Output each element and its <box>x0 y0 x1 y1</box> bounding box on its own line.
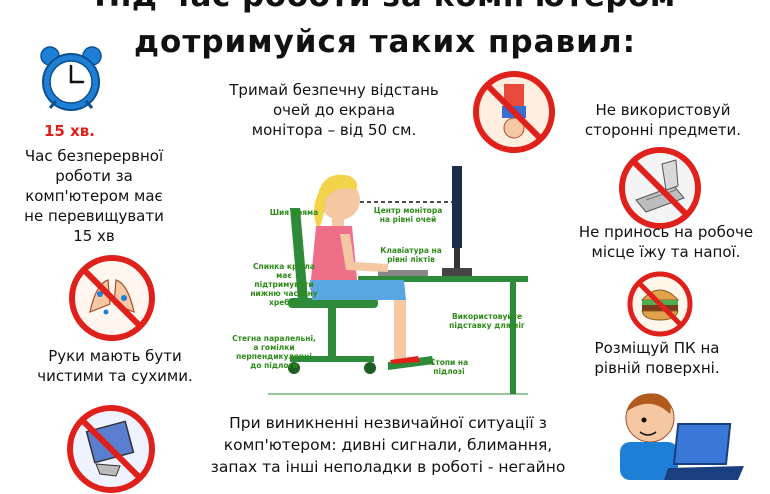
label-thighs: Стегна паралельні, а гомілки перпендикул… <box>226 334 322 370</box>
continuous-work-text: Час безперервної роботи за комп'ютером м… <box>14 146 174 246</box>
label-line: до підлоги <box>250 361 298 370</box>
distance-text: Тримай безпечну відстань очей до екрана … <box>200 80 468 140</box>
continuous-work-line: 15 хв <box>73 227 115 245</box>
emergency-line: комп'ютером: дивні сигнали, блимання, <box>223 436 553 454</box>
posture-illustration <box>268 166 528 395</box>
label-line: перпендикулярні <box>236 352 312 361</box>
no-liquid-icon <box>67 405 155 493</box>
distance-line: очей до екрана <box>272 101 396 119</box>
no-food-line: місце їжу та напої. <box>591 243 741 261</box>
timer-label: 15 хв. <box>44 122 95 140</box>
distance-line: монітора – від 50 см. <box>251 121 417 139</box>
label-line: Центр монітора <box>373 206 443 215</box>
distance-line: Тримай безпечну відстань <box>229 81 439 99</box>
no-food-icon <box>619 147 701 229</box>
continuous-work-line: не перевищувати <box>24 207 164 225</box>
label-line: рівні ліктів <box>387 255 435 264</box>
label-feet: Стопи на підлозі <box>424 358 474 376</box>
emergency-line: запах та інші неполадки в роботі - негай… <box>210 458 566 476</box>
label-line: на рівні очей <box>379 215 437 224</box>
label-line: має підтримувати <box>254 271 314 289</box>
continuous-work-line: комп'ютером має <box>25 187 163 205</box>
emergency-text: При виникненні незвичайної ситуації з ко… <box>168 412 608 478</box>
label-chair-back: Спинка крісла має підтримувати нижню час… <box>248 262 320 307</box>
label-line: а гомілки <box>253 343 295 352</box>
no-objects-line: сторонні предмети. <box>584 121 742 139</box>
flat-surface-line: рівній поверхні. <box>594 359 720 377</box>
page-title-line1: Під час роботи за комп'ютером <box>0 0 770 14</box>
flat-surface-line: Розміщуй ПК на <box>594 339 720 357</box>
boy-laptop-icon <box>620 393 744 480</box>
continuous-work-line: роботи за <box>55 167 133 185</box>
label-line: хребта <box>269 298 299 307</box>
hands-icon <box>69 255 155 341</box>
label-neck: Шия пряма <box>269 208 319 217</box>
label-keyboard: Клавіатура на рівні ліктів <box>374 246 448 264</box>
hands-line: чистими та сухими. <box>37 367 193 385</box>
label-line: підставку для ніг <box>449 321 525 330</box>
label-line: Стегна паралельні, <box>232 334 316 343</box>
no-objects-icon <box>473 71 555 153</box>
desk-leg <box>510 282 516 394</box>
girl-legs <box>310 280 406 300</box>
page-title-line2: дотримуйся таких правил: <box>134 24 636 60</box>
chair-seat <box>288 298 378 308</box>
no-food-text: Не принось на робоче місце їжу та напої. <box>562 222 770 262</box>
no-objects-text: Не використовуй сторонні предмети. <box>568 100 758 140</box>
monitor-icon <box>452 166 462 248</box>
keyboard-icon <box>378 270 428 276</box>
label-monitor-center: Центр монітора на рівні очей <box>368 206 448 224</box>
flat-surface-text: Розміщуй ПК на рівній поверхні. <box>562 338 752 378</box>
emergency-line: При виникненні незвичайної ситуації з <box>229 414 547 432</box>
label-line: підлозі <box>433 367 465 376</box>
desk-top <box>358 276 528 282</box>
label-line: нижню частину <box>250 289 318 298</box>
continuous-work-line: Час безперервної <box>24 147 164 165</box>
label-footrest: Використовуйте підставку для ніг <box>444 312 530 330</box>
no-food-line: Не принось на робоче <box>578 223 754 241</box>
footrest <box>388 356 434 370</box>
label-line: Спинка крісла <box>253 262 315 271</box>
ok-surface-icon <box>627 271 693 337</box>
girl-hair <box>314 174 358 230</box>
hands-line: Руки мають бути <box>48 347 182 365</box>
alarm-clock-icon <box>40 46 102 111</box>
no-objects-line: Не використовуй <box>595 101 731 119</box>
label-line: Використовуйте <box>451 312 523 321</box>
chair-back <box>290 208 308 300</box>
hands-text: Руки мають бути чистими та сухими. <box>22 346 208 386</box>
label-line: Клавіатура на <box>380 246 442 255</box>
label-line: Стопи на <box>429 358 469 367</box>
